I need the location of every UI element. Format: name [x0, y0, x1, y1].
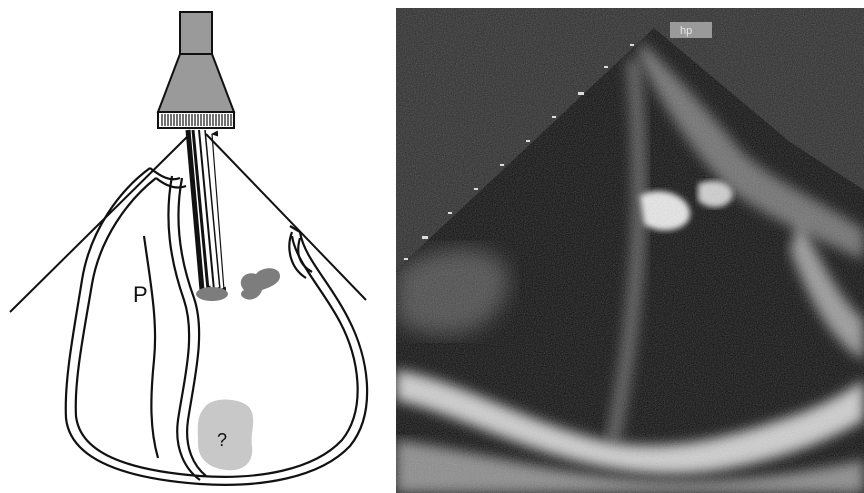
- structure-blob-2: [241, 268, 280, 299]
- sector-right-line: [206, 134, 366, 300]
- structures: [196, 268, 280, 470]
- rv-inner-line: [144, 236, 158, 458]
- echocardiogram-image: hp: [396, 8, 864, 493]
- ultrasound-beams: [188, 130, 224, 290]
- sector-left-line: [10, 134, 190, 312]
- probe-handle: [180, 12, 212, 54]
- structure-blob-1: [196, 287, 228, 301]
- transducer-probe: [158, 12, 234, 128]
- sector-field-lines: [10, 134, 366, 312]
- echo-marker-text: hp: [680, 25, 692, 37]
- probe-body: [158, 54, 234, 112]
- probe-face: [158, 112, 234, 128]
- label-p: P: [133, 282, 148, 307]
- schematic-diagram: P ?: [10, 12, 367, 485]
- label-unknown: ?: [217, 430, 227, 450]
